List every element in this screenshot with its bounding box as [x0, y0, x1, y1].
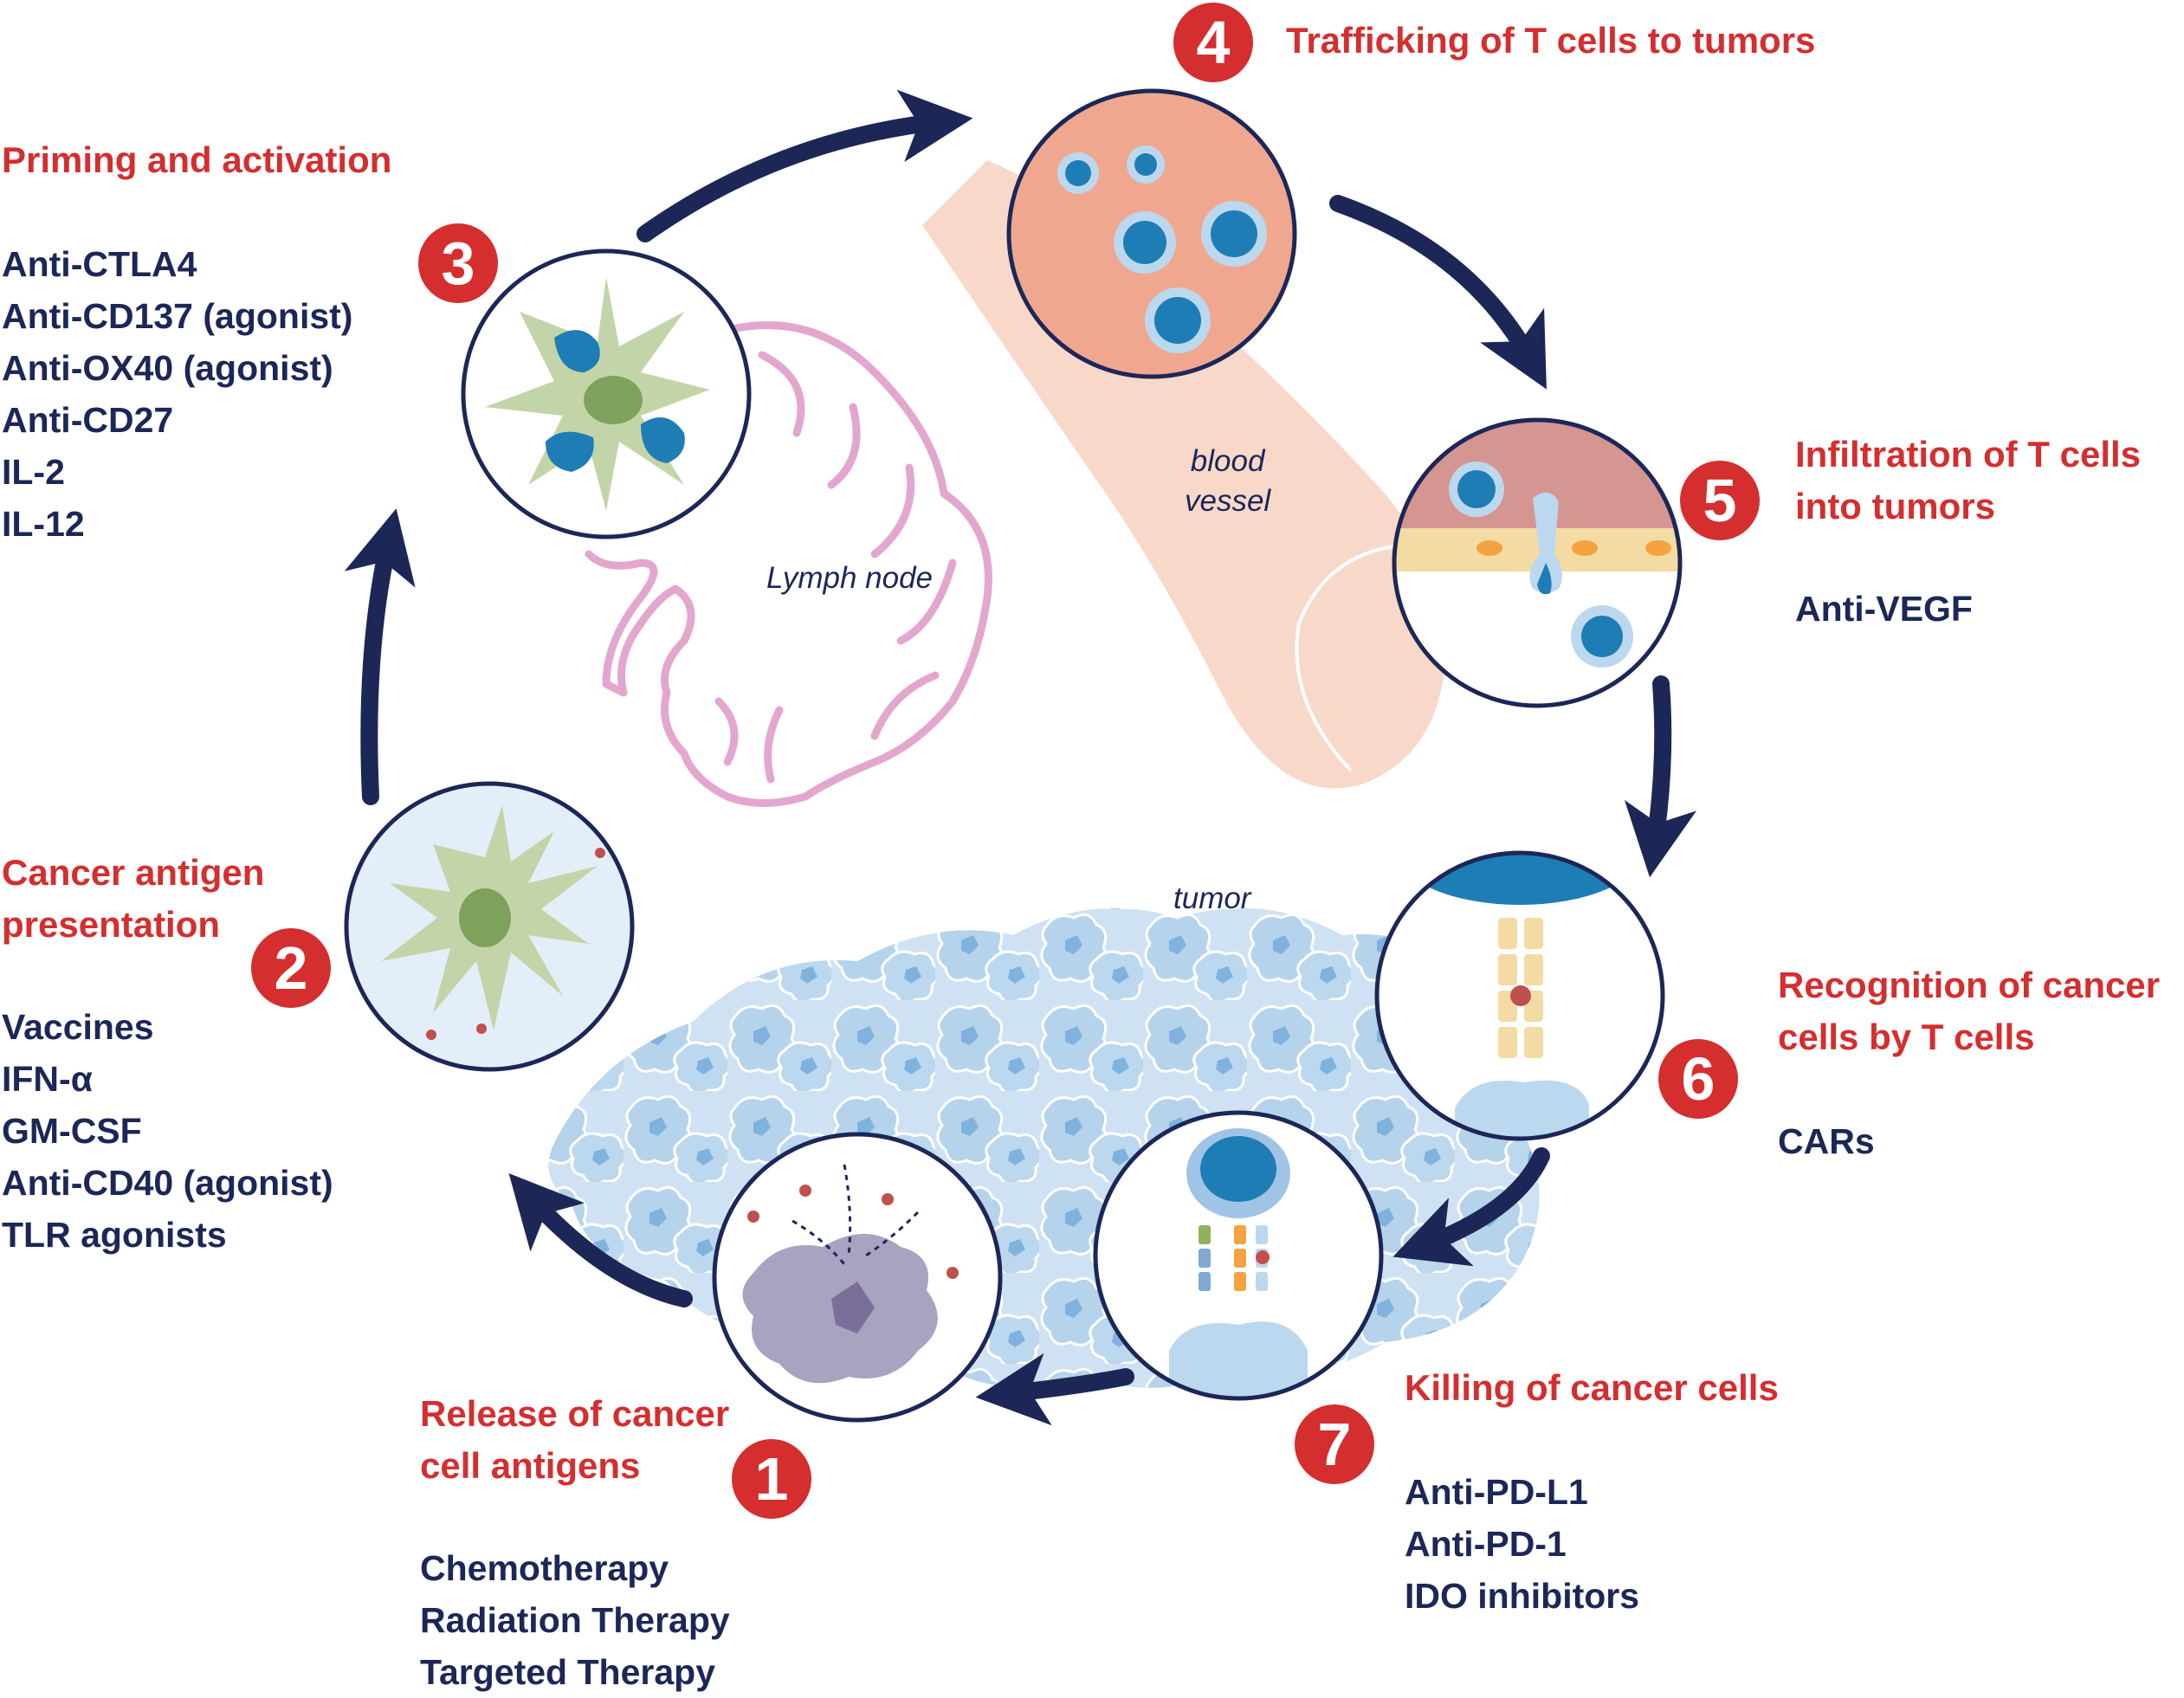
step-badge-7: 7: [1295, 1404, 1374, 1484]
lymph-node: [585, 321, 992, 807]
step-7-agent-list: Anti-PD-L1 Anti-PD-1 IDO inhibitors: [1405, 1466, 1639, 1622]
step-6-title-line-2: cells by T cells: [1778, 1017, 2035, 1057]
step-badge-6: 6: [1658, 1039, 1738, 1119]
blood-vessel-label: blood vessel: [1185, 442, 1270, 521]
stage-6-illustration: [1374, 850, 1665, 1141]
stage-4-illustration: [1006, 88, 1297, 379]
step-5-title-line-1: Infiltration of T cells: [1795, 434, 2142, 475]
step-3-agent: Anti-CTLA4: [2, 244, 197, 284]
step-5-title: Infiltration of T cells into tumors: [1795, 429, 2141, 533]
step-3-agent: Anti-OX40 (agonist): [2, 348, 333, 388]
step-2-agent: Vaccines: [2, 1007, 154, 1047]
step-2-title-line-1: Cancer antigen: [2, 852, 265, 893]
stage-2-illustration: [344, 781, 635, 1072]
stage-1-illustration: [712, 1132, 1003, 1423]
step-2-title: Cancer antigen presentation: [2, 847, 264, 951]
step-badge-4: 4: [1173, 3, 1253, 82]
step-6-title-line-1: Recognition of cancer: [1778, 965, 2161, 1005]
step-badge-3: 3: [418, 223, 498, 303]
step-1-title: Release of cancer cell antigens: [420, 1388, 729, 1492]
step-badge-1: 1: [732, 1439, 811, 1519]
step-1-title-line-2: cell antigens: [420, 1445, 641, 1486]
step-5-agent: Anti-VEGF: [1795, 589, 1973, 629]
step-1-agent: Targeted Therapy: [420, 1652, 715, 1692]
cycle-arrows: [344, 89, 1697, 1426]
step-7-agent: Anti-PD-L1: [1405, 1472, 1588, 1512]
step-3-title: Priming and activation: [2, 134, 391, 186]
step-2-agent-list: Vaccines IFN-α GM-CSF Anti-CD40 (agonist…: [2, 1001, 333, 1261]
step-2-agent: Anti-CD40 (agonist): [2, 1163, 333, 1203]
tumor-label: tumor: [1173, 881, 1251, 915]
step-7-title-line-1: Killing of cancer cells: [1405, 1367, 1779, 1408]
step-4-title: Trafficking of T cells to tumors: [1286, 15, 1815, 67]
blood-vessel-label-line-2: vessel: [1185, 484, 1271, 518]
step-7-agent: Anti-PD-1: [1405, 1524, 1567, 1564]
stage-3-illustration: [461, 249, 752, 539]
step-1-title-line-1: Release of cancer: [420, 1393, 730, 1434]
step-3-title-line-1: Priming and activation: [2, 139, 392, 180]
step-6-agent-list: CARs: [1778, 1115, 1875, 1167]
step-7-title: Killing of cancer cells: [1405, 1362, 1779, 1414]
step-badge-2: 2: [251, 928, 331, 1008]
step-3-agent: Anti-CD27: [2, 400, 174, 440]
stage-7-illustration: [1093, 1110, 1384, 1401]
step-badge-5: 5: [1680, 461, 1760, 540]
step-2-agent: GM-CSF: [2, 1111, 142, 1151]
step-5-title-line-2: into tumors: [1795, 486, 1995, 526]
step-3-agent: IL-12: [2, 504, 85, 544]
step-3-agent: IL-2: [2, 452, 65, 492]
stage-5-illustration: [1392, 417, 1683, 708]
step-6-agent: CARs: [1778, 1121, 1875, 1161]
step-2-title-line-2: presentation: [2, 904, 221, 945]
step-3-agent: Anti-CD137 (agonist): [2, 296, 353, 336]
blood-vessel-label-line-1: blood: [1190, 444, 1265, 478]
lymph-node-label: Lymph node: [766, 561, 934, 595]
step-7-agent: IDO inhibitors: [1405, 1576, 1640, 1616]
step-1-agent: Chemotherapy: [420, 1548, 669, 1588]
step-3-agent-list: Anti-CTLA4 Anti-CD137 (agonist) Anti-OX4…: [2, 238, 352, 550]
step-4-title-line-1: Trafficking of T cells to tumors: [1286, 20, 1816, 61]
step-6-title: Recognition of cancer cells by T cells: [1778, 959, 2160, 1063]
step-5-agent-list: Anti-VEGF: [1795, 583, 1973, 635]
step-2-agent: TLR agonists: [2, 1215, 227, 1255]
step-1-agent: Radiation Therapy: [420, 1600, 730, 1640]
step-2-agent: IFN-α: [2, 1059, 93, 1099]
step-1-agent-list: Chemotherapy Radiation Therapy Targeted …: [420, 1542, 730, 1698]
